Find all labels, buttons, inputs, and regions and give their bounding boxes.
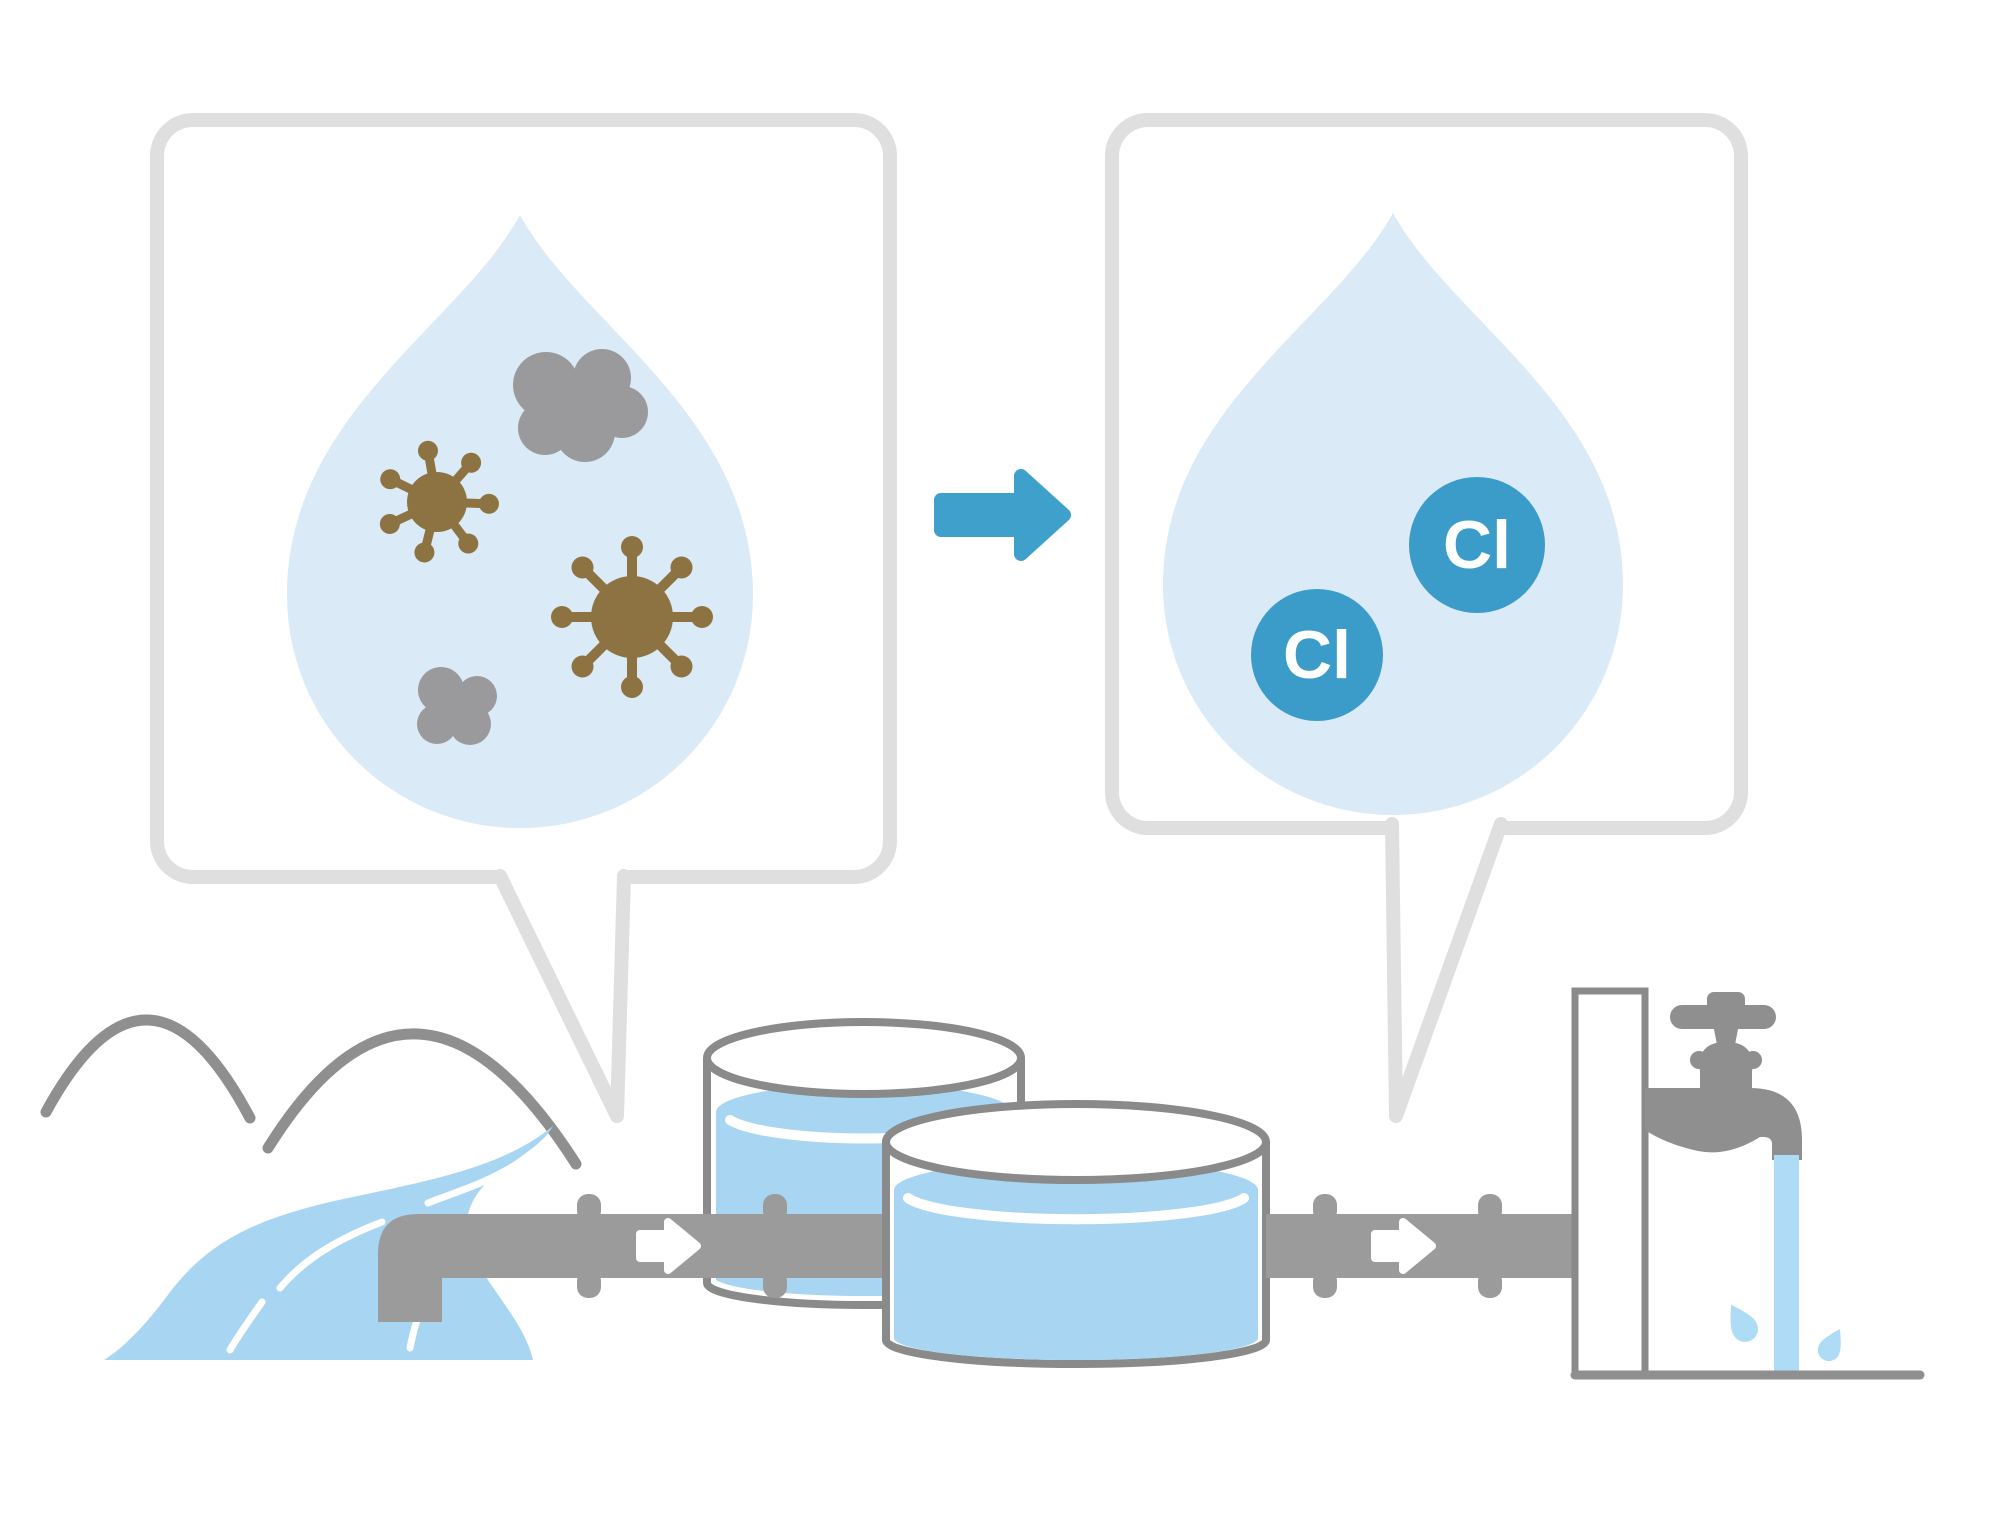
faucet-handle bbox=[1670, 1005, 1776, 1029]
transformation-arrow-icon bbox=[934, 469, 1071, 561]
faucet-spout bbox=[1645, 1088, 1802, 1160]
pipe-flange bbox=[577, 1194, 787, 1298]
mountain-icon bbox=[40, 1014, 256, 1124]
chlorine-label: Cl bbox=[1283, 617, 1351, 693]
wall-stand bbox=[1571, 987, 1649, 1379]
faucet-icon bbox=[1645, 992, 1802, 1160]
tank-rim bbox=[882, 1100, 1270, 1184]
intake-pipe bbox=[378, 1194, 900, 1322]
flow-arrow-icon bbox=[1371, 1218, 1436, 1274]
chlorine-molecule: Cl bbox=[1409, 477, 1545, 613]
water-stream bbox=[1774, 1155, 1799, 1377]
virus-icon bbox=[551, 536, 713, 698]
faucet-handle bbox=[1707, 992, 1745, 1012]
dirty-water-droplet bbox=[287, 215, 753, 829]
mountains bbox=[40, 1014, 582, 1170]
dirt-particle-icon bbox=[417, 667, 497, 745]
chlorine-label: Cl bbox=[1443, 507, 1511, 583]
clean-water-droplet: Cl Cl bbox=[1163, 213, 1623, 815]
mountain-icon bbox=[262, 1028, 582, 1170]
tank-rim bbox=[703, 1018, 1025, 1098]
dirt-particle-icon bbox=[513, 349, 648, 462]
splash-droplet bbox=[1719, 1298, 1763, 1347]
chlorine-molecule: Cl bbox=[1251, 589, 1383, 721]
supply-pipe bbox=[1266, 1194, 1586, 1298]
splash-droplet bbox=[1813, 1323, 1850, 1365]
pipe-flange bbox=[1313, 1194, 1502, 1298]
flow-arrow-icon bbox=[636, 1218, 701, 1274]
virus-icon bbox=[377, 439, 500, 564]
water-tank-2 bbox=[882, 1100, 1270, 1368]
